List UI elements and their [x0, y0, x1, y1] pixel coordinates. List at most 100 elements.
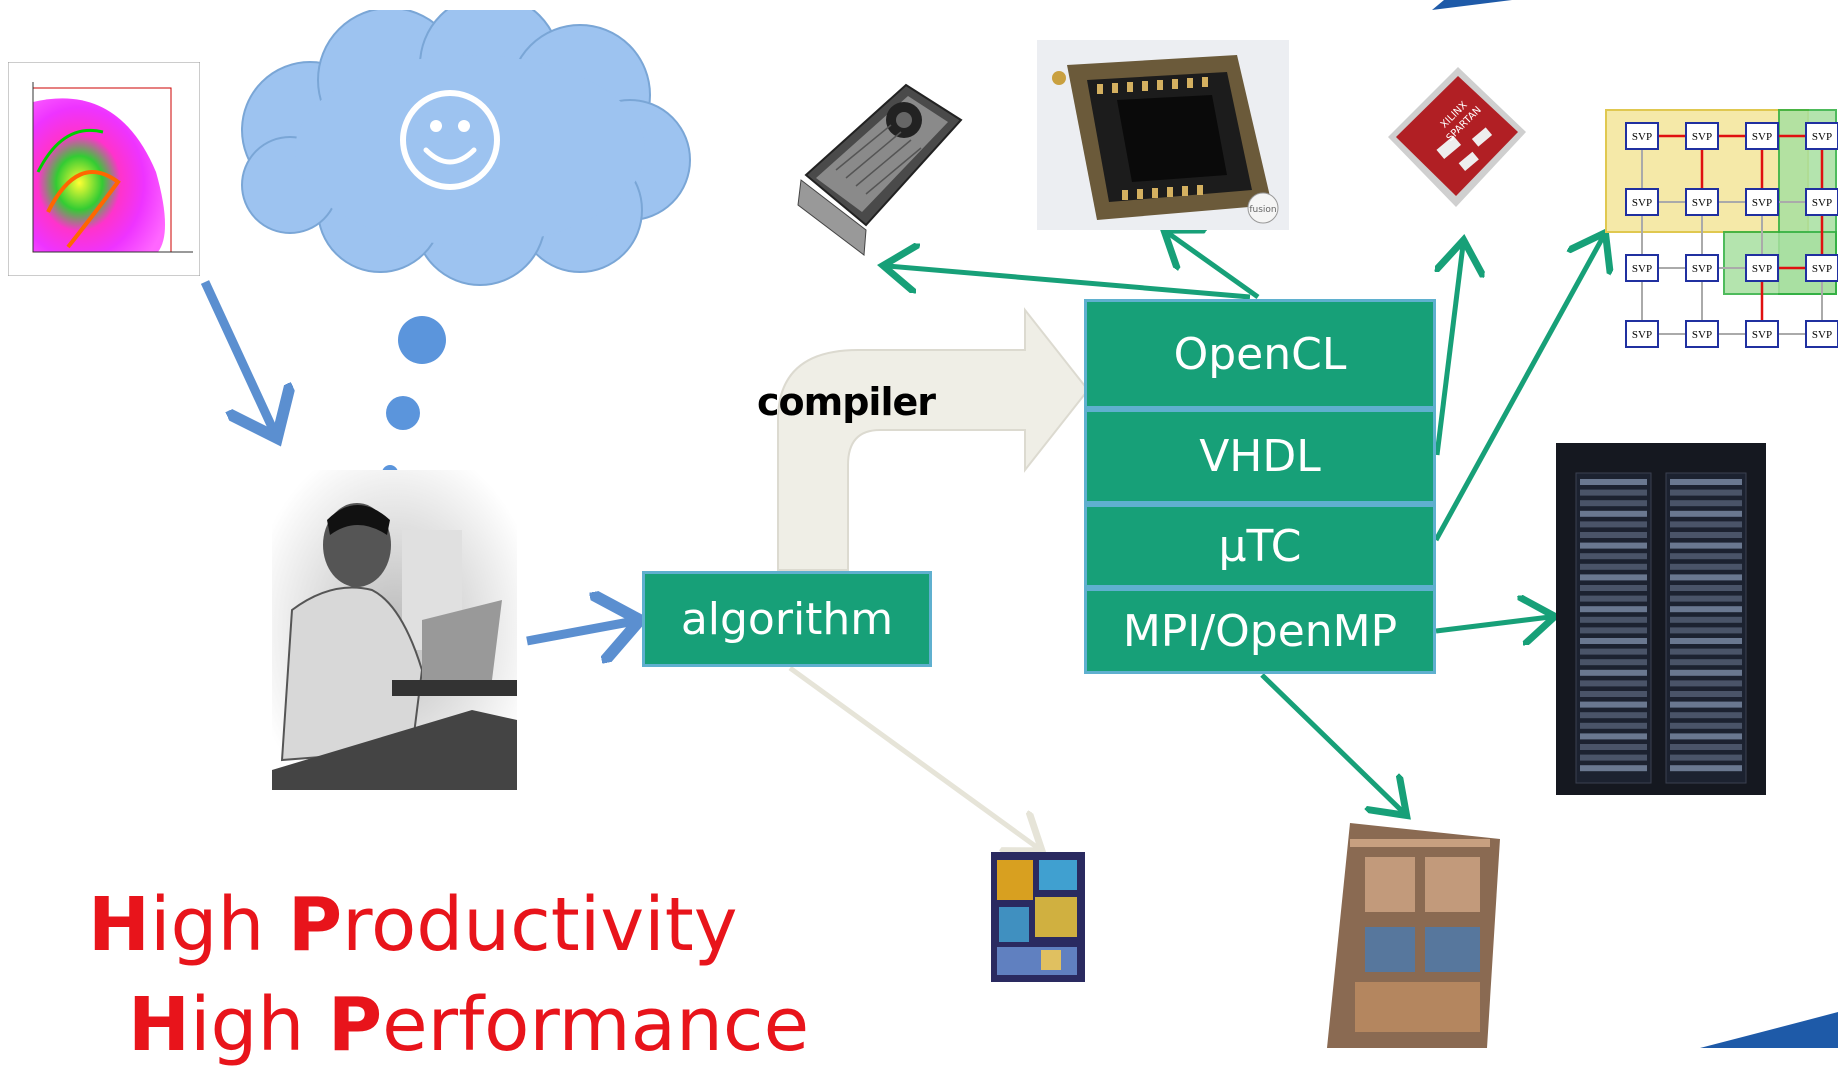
svp-node: SVP [1685, 320, 1719, 348]
svp-node-label: SVP [1752, 263, 1772, 275]
svp-node-label: SVP [1632, 131, 1652, 143]
svp-node: SVP [1745, 188, 1779, 216]
slogan-line-2-initial-2: P [327, 982, 383, 1068]
rack-slot [1670, 691, 1742, 697]
arrow-programmer-to-algorithm [526, 620, 640, 641]
rack-slot [1670, 744, 1742, 750]
svp-node-label: SVP [1692, 263, 1712, 275]
multicore-die-icon [1327, 823, 1500, 1048]
svp-node-label: SVP [1692, 197, 1712, 209]
svp-node: SVP [1805, 122, 1838, 150]
utc-box: µTC [1084, 504, 1436, 588]
corner-accent-bottom [1700, 1012, 1838, 1048]
rack-slot [1580, 553, 1647, 560]
thought-cloud-icon [241, 10, 691, 481]
arrow-plot-to-programmer [200, 280, 277, 438]
svp-node-label: SVP [1632, 263, 1652, 275]
rack-slot [1580, 595, 1647, 602]
server-rack-icon [1556, 443, 1766, 795]
rack-slot [1670, 712, 1742, 719]
svp-node-label: SVP [1692, 329, 1712, 341]
fpga-chip-icon: XILINX SPARTAN [1388, 67, 1526, 207]
svp-node: SVP [1625, 122, 1659, 150]
rack-slot [1580, 691, 1647, 697]
rack-slot [1580, 532, 1647, 538]
svp-node-label: SVP [1752, 197, 1772, 209]
rack-slot [1670, 489, 1742, 496]
svp-node: SVP [1685, 254, 1719, 282]
cpu-die-icon [991, 852, 1085, 982]
rack-slot [1580, 510, 1647, 517]
rack-slot [1580, 669, 1647, 676]
simulation-plot-icon [8, 62, 200, 276]
rack-slot [1580, 479, 1647, 485]
vhdl-box: VHDL [1084, 409, 1436, 504]
rack-slot [1670, 669, 1742, 676]
rack-slot [1670, 585, 1742, 591]
slogan-line-1: High Productivity [88, 888, 738, 962]
rack-slot [1580, 701, 1647, 708]
rack-slot [1580, 616, 1647, 623]
rack-slot [1670, 765, 1742, 772]
arrow-utc-to-svp [1433, 237, 1603, 542]
arrow-mpi-to-rack [1435, 617, 1550, 631]
rack-slot [1670, 638, 1742, 644]
rack-slot [1670, 553, 1742, 560]
slogan-line-1-initial-1: H [88, 882, 150, 968]
rack-slot [1580, 733, 1647, 740]
slogan-line-2-rest-1: igh [189, 982, 328, 1068]
rack-slot [1670, 542, 1742, 549]
rack-slot [1580, 722, 1647, 729]
arrow-algorithm-to-cpu [788, 665, 1038, 848]
rack-slot [1580, 680, 1647, 687]
rack-slot [1580, 659, 1647, 666]
rack-slot [1580, 754, 1647, 761]
svp-node: SVP [1745, 320, 1779, 348]
rack-slot [1670, 659, 1742, 666]
rack-slot [1580, 606, 1647, 613]
algorithm-box: algorithm [642, 571, 932, 667]
opencl-box: OpenCL [1084, 299, 1436, 409]
rack-slot [1580, 585, 1647, 591]
rack-slot [1580, 744, 1647, 750]
rack-slot [1580, 712, 1647, 719]
rack-slot [1580, 542, 1647, 549]
corner-accent-top [1432, 0, 1512, 10]
svp-node: SVP [1805, 254, 1838, 282]
svp-node: SVP [1625, 254, 1659, 282]
rack-slot [1670, 722, 1742, 729]
svp-node-label: SVP [1812, 329, 1832, 341]
compiler-arrow [777, 307, 1090, 571]
rack-slot [1580, 489, 1647, 496]
rack-slot [1670, 701, 1742, 708]
programmer-photo-icon [272, 470, 517, 790]
svp-node: SVP [1625, 320, 1659, 348]
apu-chip-icon: fusion [1037, 40, 1289, 230]
rack-slot [1580, 638, 1647, 644]
svp-node-label: SVP [1632, 329, 1652, 341]
apu-logo-text: fusion [1249, 205, 1276, 215]
rack-slot [1580, 765, 1647, 772]
rack-slot [1670, 574, 1742, 581]
rack-slot [1670, 680, 1742, 687]
rack-slot [1670, 510, 1742, 517]
rack-slot [1670, 627, 1742, 634]
arrow-mpi-to-multicore [1260, 673, 1403, 812]
rack-slot [1670, 479, 1742, 485]
rack-slot [1580, 574, 1647, 581]
mpi-openmp-box: MPI/OpenMP [1084, 588, 1436, 674]
gpu-card-icon [797, 83, 963, 256]
slogan-line-1-rest-2: roductivity [342, 882, 738, 968]
svp-node-label: SVP [1692, 131, 1712, 143]
rack-slot [1670, 595, 1742, 602]
svp-node-label: SVP [1752, 329, 1772, 341]
rack-slot [1670, 616, 1742, 623]
arrow-opencl-to-apu [1168, 233, 1260, 300]
svp-node: SVP [1805, 188, 1838, 216]
svp-node: SVP [1805, 320, 1838, 348]
svp-node-label: SVP [1632, 197, 1652, 209]
rack-slot [1670, 754, 1742, 761]
svp-node: SVP [1745, 122, 1779, 150]
rack-slot [1580, 648, 1647, 655]
